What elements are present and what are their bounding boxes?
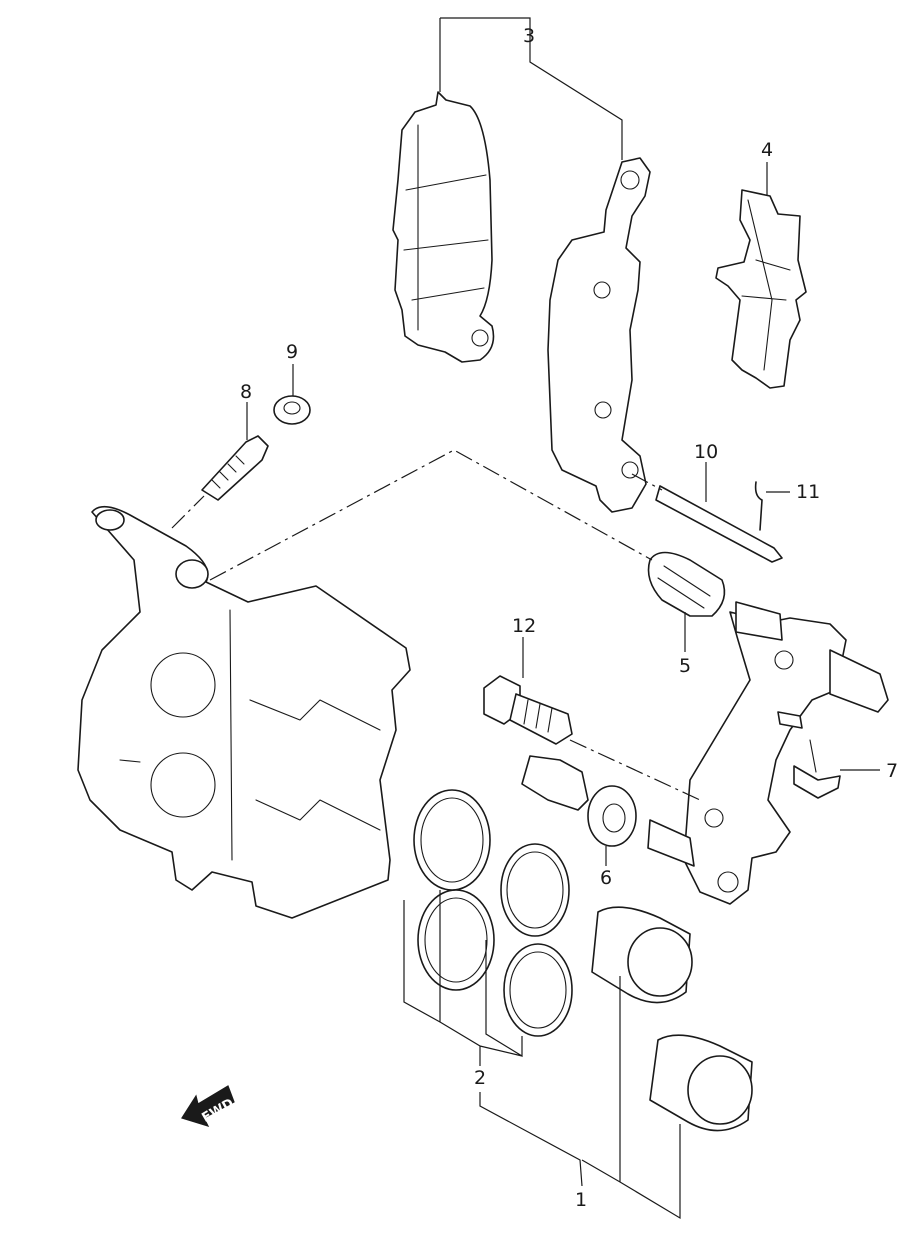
- slide-pin-sleeve[interactable]: [521, 755, 637, 847]
- caliper-bracket[interactable]: [647, 601, 889, 905]
- boot[interactable]: [647, 551, 726, 617]
- leader-3: [439, 17, 623, 160]
- callout-2: 2: [474, 1067, 486, 1089]
- seal-outer-1[interactable]: [413, 789, 491, 891]
- callout-11: 11: [796, 481, 820, 503]
- callout-9: 9: [286, 341, 298, 363]
- pad-pin[interactable]: [655, 485, 783, 563]
- leader-1: [479, 976, 681, 1220]
- pad-spring[interactable]: [715, 189, 807, 389]
- axis-line-bleeder: [171, 495, 205, 529]
- callout-12: 12: [512, 615, 536, 637]
- piston-2[interactable]: [649, 1034, 753, 1132]
- callout-3: 3: [523, 25, 535, 47]
- callout-7: 7: [886, 760, 898, 782]
- seal-inner-2[interactable]: [503, 943, 573, 1037]
- caliper-bolt[interactable]: [483, 675, 573, 745]
- pin-clip[interactable]: [754, 481, 763, 531]
- leader-2: [403, 890, 523, 1066]
- callout-4: 4: [761, 139, 773, 161]
- callout-6: 6: [600, 867, 612, 889]
- axis-line-bolt: [569, 739, 701, 801]
- fwd-arrow-icon: FWD: [181, 1085, 237, 1127]
- callout-10: 10: [694, 441, 718, 463]
- axis-line-pin: [631, 473, 663, 491]
- callout-1: 1: [575, 1189, 587, 1211]
- bracket-clip[interactable]: [793, 739, 841, 799]
- callout-5: 5: [679, 655, 691, 677]
- bleeder-cap[interactable]: [273, 395, 311, 425]
- seal-inner-1[interactable]: [500, 843, 570, 937]
- piston-1[interactable]: [591, 906, 693, 1004]
- brake-pad-front[interactable]: [547, 157, 651, 513]
- seal-outer-2[interactable]: [417, 889, 495, 991]
- bleeder-valve[interactable]: [201, 435, 269, 501]
- brake-pad-rear[interactable]: [392, 91, 495, 363]
- axis-line-main: [209, 449, 653, 581]
- callout-8: 8: [240, 381, 252, 403]
- caliper-body[interactable]: [77, 505, 411, 919]
